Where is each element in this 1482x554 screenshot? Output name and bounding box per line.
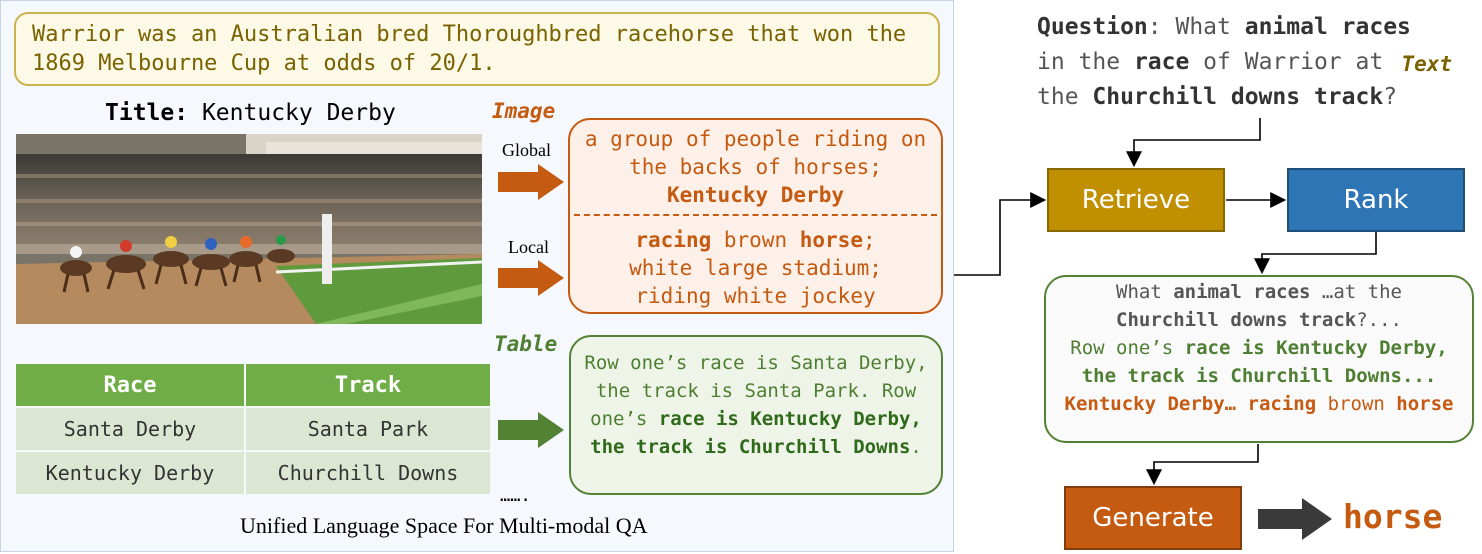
local-line-2: white large stadium; [629,256,882,280]
table-header-track: Track [245,364,490,406]
title-prefix: Title: [105,100,189,126]
table-text-plain: Row one’s race is Santa Derby, the track… [584,352,928,430]
image-label: Image [492,99,556,123]
question-keyword: race [1133,49,1190,75]
question-prefix: Question [1037,14,1148,40]
text-box [14,12,940,86]
image-title: Title: Kentucky Derby [105,100,396,126]
question-keyword: Churchill downs track [1092,84,1384,110]
text-label: Text [1401,52,1452,76]
panel-caption: Unified Language Space For Multi-modal Q… [240,513,648,538]
retrieve-block: Retrieve [1047,168,1225,232]
question-text: Question: What animal races in the race … [1037,10,1477,115]
race-table: Race Track Santa Derby Santa Park Kentuc… [14,362,492,496]
global-label: Global [502,140,551,160]
context-part: Row one’s [1070,337,1185,359]
global-caption: a group of people riding on the backs of… [570,125,941,209]
table-text-box [569,335,943,495]
title-value: Kentucky Derby [201,100,396,126]
table-label: Table [494,332,558,356]
context-part: What [1116,281,1174,303]
local-racing: racing [635,228,712,252]
question-keyword: animal races [1244,14,1411,40]
question-part: : What [1147,14,1245,40]
context-keyword: Kentucky Derby… racing [1064,393,1317,415]
local-caption: racing brown horse; white large stadium;… [570,226,941,310]
table-cell: Santa Derby [16,408,244,450]
context-keyword: horse [1396,393,1454,415]
local-horse: horse [799,228,863,252]
global-caption-text: a group of people riding on the backs of… [584,127,927,179]
context-part: ?... [1356,309,1402,331]
table-arrow-icon [498,412,564,448]
local-arrow-icon [498,260,564,296]
question-part: the [1037,84,1093,110]
text-passage: Warrior was an Australian bred Thoroughb… [32,22,907,76]
table-cell: Churchill Downs [245,452,490,494]
global-arrow-icon [498,164,564,200]
answer-arrow-icon [1258,498,1332,540]
local-semicolon: ; [862,228,876,252]
image-caption-box [568,118,943,314]
table-cell: Santa Park [245,408,490,450]
context-keyword: animal races [1173,281,1311,303]
generate-block: Generate [1064,486,1242,550]
local-label: Local [508,237,549,257]
context-keyword: race is Kentucky Derby, the track is Chu… [1081,337,1448,387]
table-header-row: Race Track [16,364,490,406]
answer-text: horse [1343,497,1443,536]
table-linearized-text: Row one’s race is Santa Derby, the track… [575,349,937,461]
context-keyword: Churchill downs track [1116,309,1357,331]
context-part: brown [1316,393,1397,415]
context-part: …at the [1310,281,1402,303]
table-row: Santa Derby Santa Park [16,408,490,450]
ranked-context-box [1044,275,1474,443]
ellipsis: ……. [500,486,531,506]
table-header-race: Race [16,364,244,406]
table-cell: Kentucky Derby [16,452,244,494]
table-row: Kentucky Derby Churchill Downs [16,452,490,494]
race-photo [16,134,482,324]
global-caption-title: Kentucky Derby [666,183,844,207]
local-line-3: riding white jockey [635,284,876,308]
question-part: ? [1383,84,1398,110]
table-text-bold: race is Kentucky Derby, the track is Chu… [590,408,922,458]
question-part: in the [1037,49,1134,75]
local-brown: brown [711,228,800,252]
rank-block: Rank [1287,168,1465,232]
question-part: of Warrior at [1189,49,1384,75]
caption-divider [574,214,937,216]
table-text-end: . [910,436,922,458]
